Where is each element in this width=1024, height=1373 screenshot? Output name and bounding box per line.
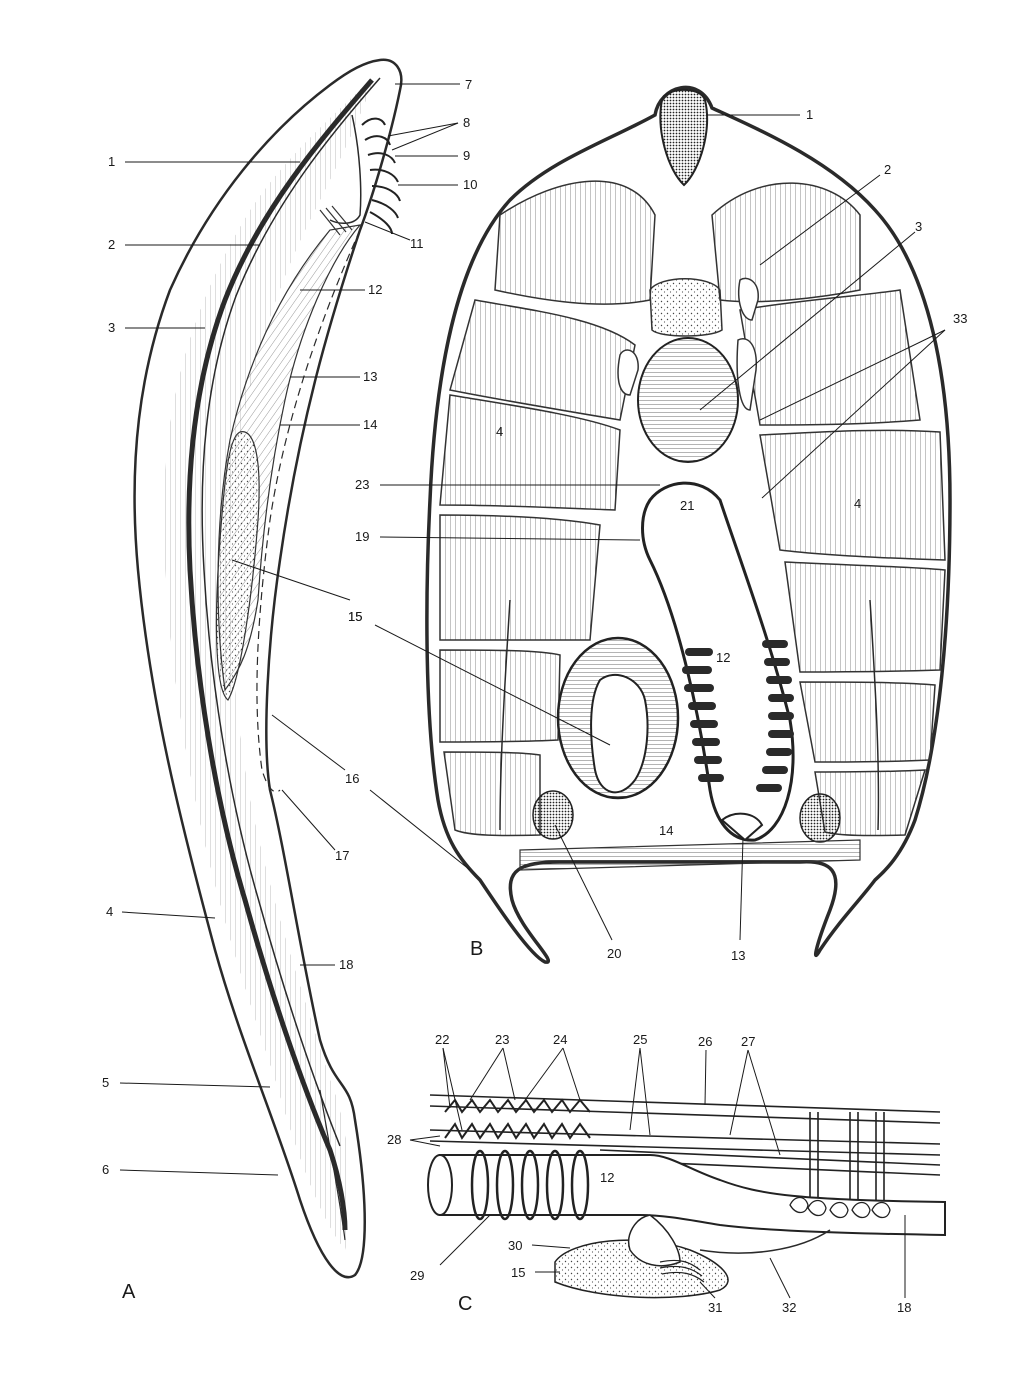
label-c-25: 25: [633, 1032, 647, 1047]
label-c-12: 12: [600, 1170, 614, 1185]
label-c-15: 15: [511, 1265, 525, 1280]
label-b-12: 12: [716, 650, 730, 665]
label-c-26: 26: [698, 1034, 712, 1049]
label-b-33: 33: [953, 311, 967, 326]
label-b-20: 20: [607, 946, 621, 961]
label-c-31: 31: [708, 1300, 722, 1315]
label-a-16: 16: [345, 771, 359, 786]
label-a-12: 12: [368, 282, 382, 297]
panel-c-labels: 22 23 24 25 26 27 28 12 30 15 29 31 32 1…: [387, 1032, 911, 1315]
label-a-5: 5: [102, 1075, 109, 1090]
label-c-27: 27: [741, 1034, 755, 1049]
label-c-18: 18: [897, 1300, 911, 1315]
label-b-19: 19: [355, 529, 369, 544]
label-a-11: 11: [410, 236, 424, 251]
panel-b-labels: 1 2 3 33 4 4 23 21 19 12 15 14 20 13: [348, 107, 967, 963]
panel-a-drawing: [133, 58, 403, 1279]
label-a-15: 15: [348, 609, 362, 624]
label-c-22: 22: [435, 1032, 449, 1047]
label-b-14: 14: [659, 823, 673, 838]
label-a-18: 18: [339, 957, 353, 972]
label-c-23: 23: [495, 1032, 509, 1047]
panel-b-leaders: [369, 114, 946, 941]
label-b-2: 2: [884, 162, 891, 177]
panel-c-drawing: [427, 1094, 946, 1299]
label-b-4-left: 4: [496, 424, 503, 439]
panel-b-drawing: [425, 85, 952, 964]
label-c-30: 30: [508, 1238, 522, 1253]
label-b-15: 15: [348, 609, 362, 624]
panel-c-leaders: [409, 1047, 906, 1299]
label-a-13: 13: [363, 369, 377, 384]
label-b-4-right: 4: [854, 496, 861, 511]
panel-a-leaders: [119, 83, 460, 1176]
label-a-2: 2: [108, 237, 115, 252]
label-a-9: 9: [463, 148, 470, 163]
label-a-1: 1: [108, 154, 115, 169]
label-a-7: 7: [465, 77, 472, 92]
label-a-10: 10: [463, 177, 477, 192]
label-a-4: 4: [106, 904, 113, 919]
label-c-29: 29: [410, 1268, 424, 1283]
label-b-1: 1: [806, 107, 813, 122]
panel-label-b: B: [470, 938, 483, 960]
label-a-6: 6: [102, 1162, 109, 1177]
label-c-28: 28: [387, 1132, 401, 1147]
label-a-8: 8: [463, 115, 470, 130]
label-b-21: 21: [680, 498, 694, 513]
label-a-3: 3: [108, 320, 115, 335]
label-a-14: 14: [363, 417, 377, 432]
label-c-24: 24: [553, 1032, 567, 1047]
label-c-32: 32: [782, 1300, 796, 1315]
panel-a-labels: 1 2 3 4 5 6 7 8 9 10 11 12 13 14 15 16 1…: [102, 77, 477, 1177]
label-b-23: 23: [355, 477, 369, 492]
panel-label-a: A: [122, 1281, 136, 1303]
label-a-17: 17: [335, 848, 349, 863]
label-b-13: 13: [731, 948, 745, 963]
panel-label-c: C: [458, 1293, 472, 1315]
label-b-3: 3: [915, 219, 922, 234]
